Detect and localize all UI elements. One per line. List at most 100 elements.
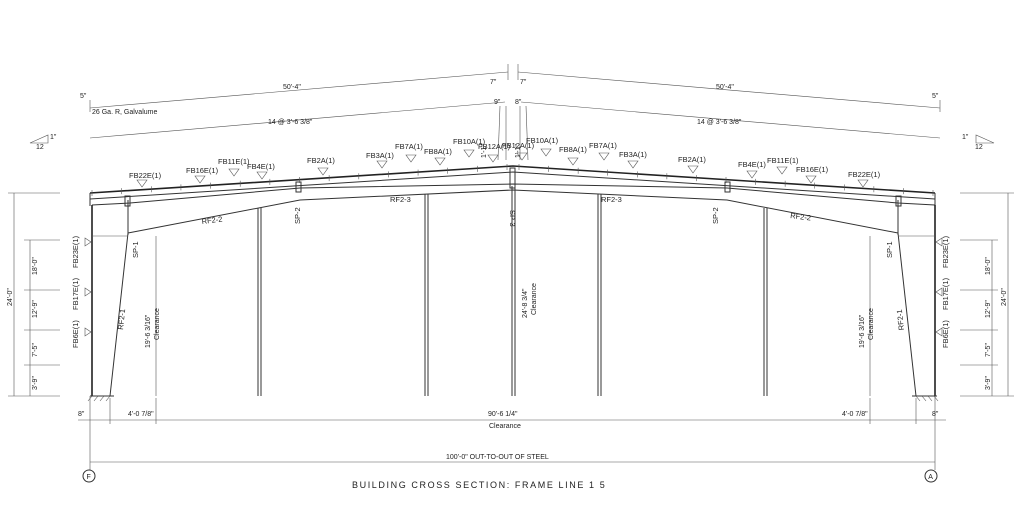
splice-label: SP-2: [293, 207, 302, 224]
roof-left-eave-offset: 5": [80, 93, 87, 100]
roof-material-label: 26 Ga. R, Galvalume: [92, 109, 157, 116]
flange-brace-label: FB7A(1): [589, 141, 617, 150]
center-clearance-word: Clearance: [531, 283, 538, 315]
wall-total-height: 24'-0": [7, 288, 14, 306]
drawing-title: BUILDING CROSS SECTION: FRAME LINE 1 5: [352, 480, 606, 490]
purlin-spacing-dims: 14 @ 3'-6 3/8" 14 @ 3'-6 3/8" 9" 8": [89, 99, 941, 161]
wall-segment-dim: 18'-0": [985, 257, 992, 275]
member-labels: RF2-2 RF2-3 RF2-3 RF2-2 RF2-1 RF2-1 SP-1…: [116, 195, 906, 331]
flange-brace-marker: [857, 179, 869, 188]
rafter-label: RF2-3: [390, 195, 411, 204]
wall-brace-labels: FB23E(1) FB17E(1) FB6E(1) FB23E(1) FB17E…: [71, 235, 950, 348]
left-ridge-space: 9": [494, 99, 501, 106]
flange-brace-label: FB12A(1): [502, 141, 535, 150]
pitch-run-right: 12: [975, 144, 983, 151]
splice-label: SP-1: [131, 241, 140, 258]
wall-segment-dim: 3'-9": [985, 376, 992, 390]
right-purlin-spacing: 14 @ 3'-6 3/8": [697, 119, 742, 126]
flange-brace-label: FB10A(1): [526, 136, 559, 145]
flange-brace-label: FB2A(1): [678, 155, 706, 164]
gridline-bubble-left: F: [82, 469, 96, 483]
pitch-rise-right: 1": [962, 134, 969, 141]
flange-brace-marker: [627, 160, 639, 169]
roof-pitch-right: 1" 12: [962, 134, 995, 151]
roof-right-ridge-offset: 7": [520, 79, 527, 86]
clear-span-dim: 90'-6 1/4": [488, 411, 518, 418]
flange-brace-marker: [194, 175, 206, 184]
gridline-left-label: F: [87, 474, 91, 481]
gridline-right-label: A: [928, 474, 933, 481]
pitch-rise-left: 1": [50, 134, 57, 141]
flange-brace-marker: [776, 166, 788, 175]
flange-brace-labels: FB22E(1) FB16E(1) FB11E(1) FB4E(1) FB2A(…: [129, 136, 881, 180]
wall-brace-label: FB23E(1): [71, 235, 80, 268]
wall-total-height: 24'-0": [1001, 288, 1008, 306]
flange-brace-label: FB3A(1): [619, 150, 647, 159]
flange-brace-marker: [540, 148, 552, 157]
flange-brace-label: FB16E(1): [186, 166, 219, 175]
wall-height-dims-left: 24'-0" 18'-0" 12'-9" 7'-5" 3'-9": [7, 192, 60, 397]
wall-brace-label: FB17E(1): [941, 277, 950, 310]
flange-brace-markers: [136, 148, 869, 188]
rigid-frame: [87, 165, 939, 402]
flange-brace-marker: [317, 167, 329, 176]
wall-segment-dim: 18'-0": [32, 257, 39, 275]
wall-brace-label: FB6E(1): [71, 320, 80, 348]
wall-segment-dim: 7'-5": [985, 343, 992, 357]
flange-brace-label: FB4E(1): [247, 162, 275, 171]
splice-label: SP-1: [885, 241, 894, 258]
flange-brace-label: FB4E(1): [738, 160, 766, 169]
flange-brace-marker: [256, 171, 268, 180]
column-label: RF2-1: [895, 309, 906, 331]
flange-brace-marker: [228, 168, 240, 177]
flange-brace-marker: [487, 154, 499, 163]
flange-brace-label: FB7A(1): [395, 142, 423, 151]
left-offset-dim: 4'-0 7/8": [128, 411, 154, 418]
center-clearance-height: 24'-8 3/4": [522, 288, 529, 318]
wall-segment-dim: 3'-9": [32, 376, 39, 390]
flange-brace-marker: [567, 157, 579, 166]
flange-brace-label: FB10A(1): [453, 137, 486, 146]
flange-brace-marker: [805, 175, 817, 184]
flange-brace-label: FB8A(1): [424, 147, 452, 156]
right-clearance-height: 19'-6 3/16": [859, 314, 866, 348]
wall-brace-label: FB23E(1): [941, 235, 950, 268]
flange-brace-label: FB22E(1): [848, 170, 881, 179]
pitch-run-left: 12: [36, 144, 44, 151]
bottom-dimensions: 8" 4'-0 7/8" 90'-6 1/4" Clearance 4'-0 7…: [78, 396, 946, 470]
splice-label: SP-3: [508, 210, 517, 227]
wall-brace-label: FB17E(1): [71, 277, 80, 310]
right-ridge-space: 8": [515, 99, 522, 106]
rafter-label: RF2-2: [201, 215, 223, 226]
flange-brace-label: FB11E(1): [218, 157, 250, 166]
rafter-label: RF2-2: [790, 211, 812, 222]
flange-brace-marker: [516, 152, 528, 161]
roof-pitch-left: 1" 12: [29, 134, 57, 151]
roof-length-dims: 50'-4" 50'-4" 7" 7" 5" 5": [80, 64, 941, 112]
flange-brace-label: FB11E(1): [767, 156, 799, 165]
left-clearance-word: Clearance: [154, 308, 161, 340]
roof-left-length: 50'-4": [283, 84, 301, 91]
right-edge-dim: 8": [932, 411, 939, 418]
column-label: RF2-1: [116, 309, 127, 331]
left-clearance-height: 19'-6 3/16": [145, 314, 152, 348]
wall-height-dims-right: 24'-0" 18'-0" 12'-9" 7'-5" 3'-9": [960, 192, 1014, 397]
left-edge-dim: 8": [78, 411, 85, 418]
flange-brace-marker: [434, 157, 446, 166]
flange-brace-marker: [746, 170, 758, 179]
flange-brace-marker: [136, 179, 148, 188]
ridge-dim-left: 1'-1": [481, 144, 488, 158]
flange-brace-marker: [687, 165, 699, 174]
left-purlin-spacing: 14 @ 3'-6 3/8": [268, 119, 313, 126]
right-offset-dim: 4'-0 7/8": [842, 411, 868, 418]
wall-segment-dim: 12'-9": [32, 300, 39, 318]
flange-brace-marker: [463, 149, 475, 158]
right-clearance-word: Clearance: [868, 308, 875, 340]
purlin-ticks: [91, 164, 934, 196]
wall-segment-dim: 7'-5": [32, 343, 39, 357]
flange-brace-marker: [376, 160, 388, 169]
gridline-bubble-right: A: [924, 469, 938, 483]
flange-brace-marker: [405, 154, 417, 163]
flange-brace-label: FB3A(1): [366, 151, 394, 160]
